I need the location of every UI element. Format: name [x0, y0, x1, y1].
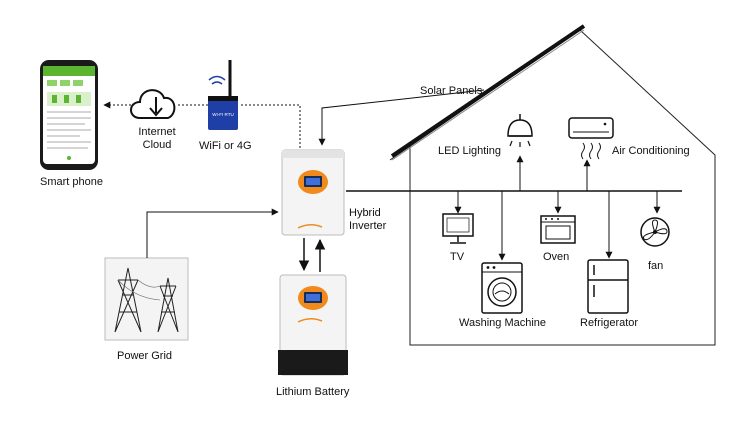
lamp-icon	[507, 114, 533, 147]
solar-to-inverter-line	[318, 89, 485, 146]
internet-cloud-label-line2: Cloud	[142, 139, 172, 151]
wifi-antenna-icon: WI-FI RTU	[208, 60, 238, 130]
air-conditioner-icon	[568, 117, 614, 160]
refrigerator-icon	[587, 259, 629, 314]
lithium-battery-label: Lithium Battery	[276, 386, 350, 398]
house-outline	[389, 29, 716, 346]
internet-cloud-label: Internet Cloud	[128, 126, 186, 152]
refrigerator-label: Refrigerator	[580, 317, 639, 329]
power-grid-label: Power Grid	[117, 350, 173, 362]
power-tower-icon	[104, 257, 189, 341]
inverter-icon	[281, 149, 345, 236]
washing-machine-label: Washing Machine	[459, 317, 547, 329]
solar-panels-label: Solar Panels	[420, 85, 483, 97]
wifi-module-text: WI-FI RTU	[212, 112, 233, 117]
smart-phone-label: Smart phone	[40, 176, 103, 188]
fan-icon	[640, 217, 670, 247]
hybrid-inverter-label-line1: Hybrid	[349, 207, 381, 219]
fan-label: fan	[648, 260, 664, 272]
tv-icon	[442, 213, 474, 244]
solar-panel-icon	[390, 24, 586, 161]
tv-label: TV	[450, 251, 465, 263]
hybrid-inverter-label: Hybrid Inverter	[349, 207, 386, 233]
washing-machine-icon	[481, 262, 523, 314]
cloud-download-icon	[130, 89, 176, 119]
grid-to-inverter-line	[146, 208, 279, 258]
oven-label: Oven	[543, 251, 570, 263]
smartphone-icon	[40, 60, 98, 170]
internet-cloud-label-line1: Internet	[138, 126, 176, 138]
air-conditioning-label: Air Conditioning	[612, 145, 690, 157]
led-lighting-label: LED Lighting	[438, 145, 501, 157]
oven-icon	[540, 215, 576, 244]
battery-icon	[278, 274, 348, 376]
wifi-label: WiFi or 4G	[199, 140, 252, 152]
hybrid-inverter-label-line2: Inverter	[349, 220, 387, 232]
